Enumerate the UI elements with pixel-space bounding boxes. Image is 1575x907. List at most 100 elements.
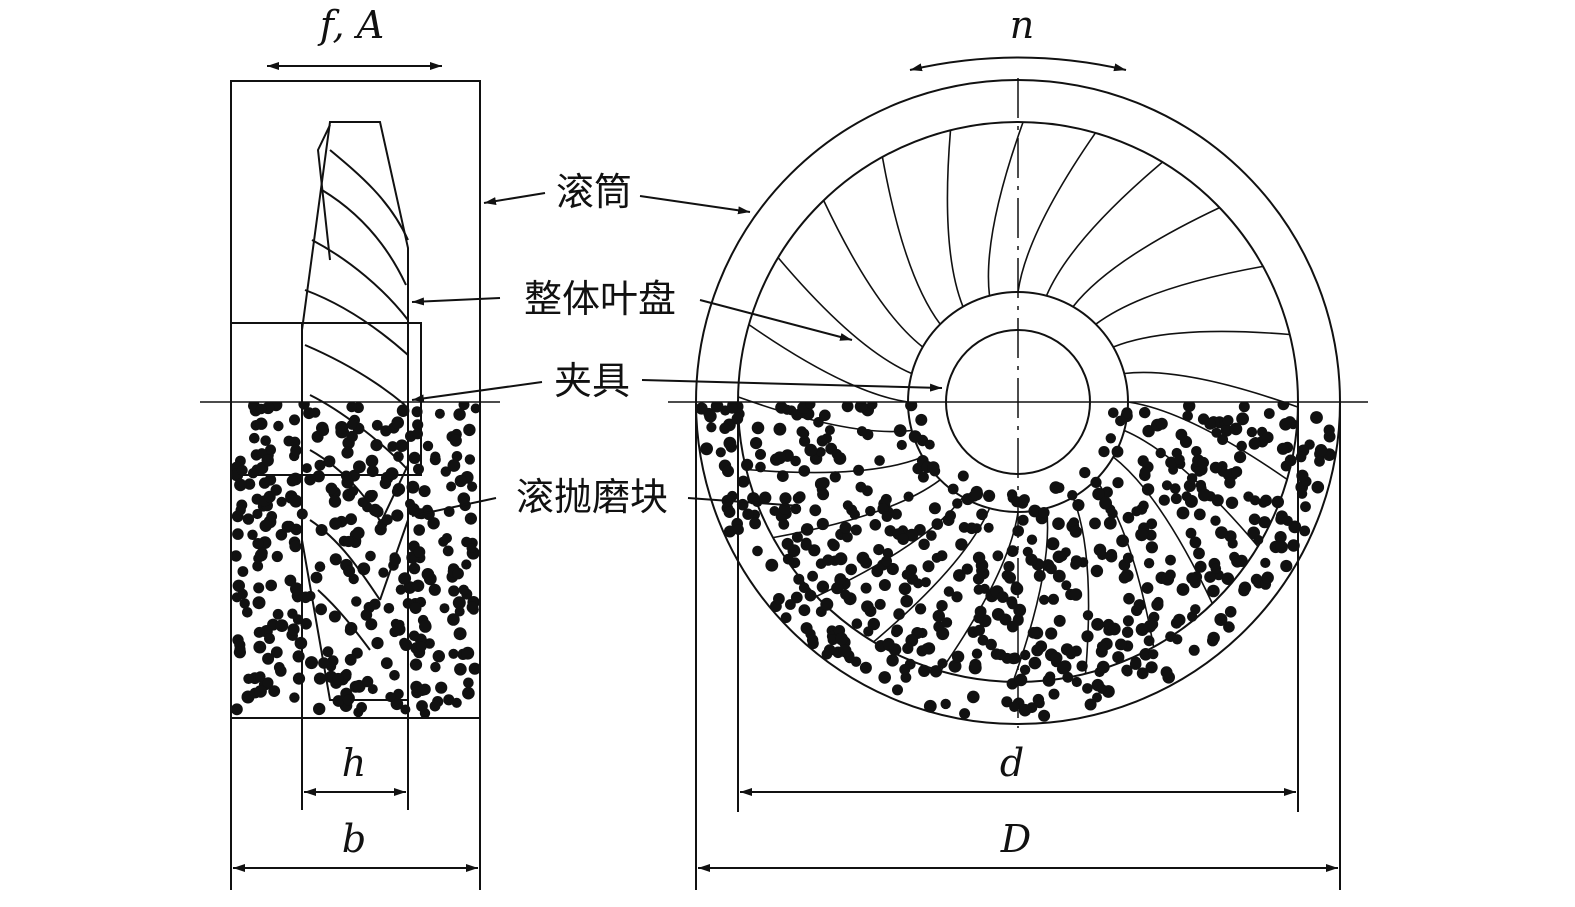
media-particle [1141, 582, 1154, 594]
blade-line [777, 257, 913, 375]
media-particle [815, 447, 826, 457]
media-particle [1276, 442, 1290, 455]
media-particle [419, 620, 432, 633]
media-particle [317, 424, 330, 436]
media-particle [936, 600, 948, 612]
media-particle [1061, 580, 1072, 591]
media-particle [360, 609, 373, 621]
media-particle [1019, 649, 1031, 661]
media-particle [839, 521, 852, 534]
media-particle [1115, 638, 1127, 651]
media-particle [341, 668, 352, 680]
media-particle [327, 655, 339, 667]
blade-line [1123, 429, 1259, 547]
media-particle [389, 554, 402, 566]
media-particle [448, 585, 460, 597]
media-particle [1194, 560, 1207, 573]
media-particle [920, 577, 931, 588]
media-particle [289, 414, 300, 426]
media-particle [300, 618, 312, 630]
media-particle [432, 650, 445, 663]
media-particle [430, 661, 441, 673]
media-particle [1260, 557, 1271, 569]
media-particle [769, 506, 780, 516]
media-particle [905, 402, 918, 412]
media-particle [951, 591, 963, 603]
media-particle [263, 490, 276, 503]
media-particle [392, 483, 406, 496]
media-particle [1236, 412, 1249, 426]
media-particle [458, 402, 470, 411]
media-particle [352, 526, 365, 540]
media-particle [859, 661, 872, 674]
media-particle [1099, 496, 1112, 510]
media-particle [915, 603, 927, 615]
media-particle [867, 402, 878, 410]
media-particle [1260, 494, 1272, 507]
media-particle [335, 421, 349, 434]
media-particle [328, 610, 341, 623]
media-particle [1052, 550, 1066, 564]
media-particle [967, 690, 980, 704]
media-particle [715, 447, 726, 458]
media-particle [449, 434, 462, 447]
media-particle [1155, 447, 1166, 459]
media-particle [1258, 516, 1271, 529]
media-particle [289, 540, 302, 553]
media-particle [805, 402, 816, 410]
media-particle [1121, 664, 1133, 676]
media-particle [408, 451, 421, 464]
media-particle [1165, 456, 1177, 469]
media-particle [262, 677, 274, 689]
media-particle [704, 410, 717, 423]
media-particle [1143, 635, 1155, 647]
media-particle [1214, 613, 1228, 626]
media-particle [412, 419, 424, 431]
media-particle [365, 454, 379, 468]
media-particle [1225, 496, 1239, 509]
media-particle [253, 582, 265, 594]
media-particle [233, 646, 246, 659]
media-particle [856, 551, 870, 565]
media-particle [781, 537, 794, 550]
media-particle [723, 506, 736, 518]
media-particle [434, 408, 445, 419]
media-particle [1112, 477, 1124, 489]
media-particle [776, 470, 789, 482]
media-particle [447, 613, 460, 626]
media-particle [346, 402, 357, 413]
media-particle [765, 558, 779, 572]
media-particle [1108, 407, 1119, 419]
media-particle [1065, 649, 1077, 660]
media-particle [874, 455, 885, 466]
blade-line [746, 456, 923, 474]
blade-line [748, 323, 909, 403]
media-particle [1295, 451, 1307, 463]
media-particle [301, 463, 312, 474]
media-particle [1012, 525, 1024, 537]
blade-line [1127, 401, 1288, 481]
media-particle [366, 465, 379, 478]
media-particle [446, 481, 457, 492]
media-particle [799, 435, 811, 447]
media-particle [413, 463, 424, 475]
media-particle [1045, 627, 1058, 640]
media-particle [1296, 488, 1308, 499]
media-particle [406, 480, 420, 494]
media-particle [800, 523, 814, 536]
leader-lines [411, 192, 943, 517]
media-particle [345, 513, 357, 526]
media-particle [1275, 540, 1288, 554]
media-particle [310, 407, 321, 418]
media-particle [393, 688, 404, 700]
media-particle [264, 633, 275, 644]
media-particle [1161, 480, 1173, 491]
media-particle [276, 496, 287, 507]
media-particle [464, 512, 477, 525]
media-particle [396, 404, 410, 418]
media-particle [731, 412, 744, 425]
media-particle [785, 599, 796, 610]
media-particle [992, 550, 1004, 562]
media-particle [821, 433, 832, 444]
media-particle [710, 402, 724, 413]
